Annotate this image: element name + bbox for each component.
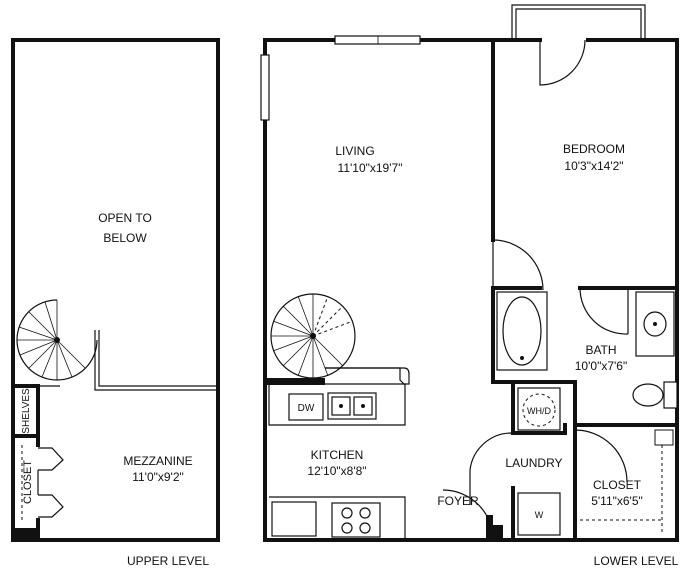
living-dimensions: 11'10"x19'7" xyxy=(338,161,403,175)
spiral-stair-lower xyxy=(270,293,356,379)
bath-label: BATH xyxy=(585,343,616,357)
mezzanine-railing-inner xyxy=(98,330,218,387)
mezzanine-label: MEZZANINE xyxy=(123,454,192,468)
living-label: LIVING xyxy=(335,144,374,158)
washer-label: W xyxy=(535,510,544,520)
toilet-bowl xyxy=(632,383,664,407)
shelves-label: SHELVES xyxy=(21,388,32,434)
closet-shelf-box xyxy=(654,429,674,446)
water-heater-label: WH/D xyxy=(527,406,551,416)
bath-south-wall xyxy=(491,380,679,427)
open-to-below-line2: BELOW xyxy=(103,231,147,245)
bedroom-door[interactable] xyxy=(492,239,544,291)
door-jamb xyxy=(486,515,493,540)
laundry-door[interactable] xyxy=(469,432,514,471)
kitchen-label: KITCHEN xyxy=(311,448,364,462)
washer xyxy=(517,492,561,536)
closet-door-lower[interactable] xyxy=(38,494,64,518)
bedroom-balcony-door[interactable] xyxy=(539,39,586,86)
upper-level-title: UPPER LEVEL xyxy=(127,554,209,568)
dishwasher-label: DW xyxy=(298,403,315,414)
bath-dimensions: 10'0"x7'6" xyxy=(575,359,627,373)
tub-basin xyxy=(502,296,542,366)
sink xyxy=(643,311,667,337)
upper-column xyxy=(13,528,38,540)
spiral-stair-upper xyxy=(16,299,98,381)
refrigerator xyxy=(271,501,317,537)
foyer-label: FOYER xyxy=(437,494,479,508)
bedroom-label: BEDROOM xyxy=(563,142,625,156)
upper-closet-label: CLOSET xyxy=(22,460,34,504)
bedroom-dimensions: 10'3"x14'2" xyxy=(564,159,623,173)
closet-door-upper[interactable] xyxy=(38,447,64,471)
lower-level-title: LOWER LEVEL xyxy=(594,554,679,568)
bath-door[interactable] xyxy=(579,287,629,335)
closet-dimensions: 5'11"x6'5" xyxy=(591,494,643,508)
mezzanine-railing xyxy=(94,330,218,391)
laundry-label: LAUNDRY xyxy=(505,456,562,470)
mezzanine-dimensions: 11'0"x9'2" xyxy=(132,470,184,484)
bedroom-balcony xyxy=(511,4,646,40)
upper-outer-walls xyxy=(11,38,220,542)
closet-label: CLOSET xyxy=(593,478,642,492)
upper-level-plan: OPEN TO BELOW MEZZANINE 11'0"x9'2" SHELV… xyxy=(11,38,220,568)
open-to-below-line1: OPEN TO xyxy=(98,211,152,225)
range xyxy=(331,502,381,538)
laundry-south-wall xyxy=(511,486,577,542)
kitchen-dimensions: 12'10"x8'8" xyxy=(307,464,366,478)
closet-door[interactable] xyxy=(574,429,628,483)
living-window-north xyxy=(334,35,421,45)
dishwasher xyxy=(288,393,324,421)
kitchen-lower-counter xyxy=(269,496,406,540)
lower-west-wall xyxy=(263,38,495,542)
living-window-west xyxy=(260,54,270,121)
toilet-tank xyxy=(663,381,678,409)
laundry-wall xyxy=(511,380,567,435)
water-heater xyxy=(517,387,561,431)
stair-landing-wall xyxy=(265,378,325,385)
lower-level-plan: LIVING 11'10"x19'7" BEDROOM 10'3"x14'2" … xyxy=(260,4,679,568)
kitchen-bar xyxy=(325,367,410,385)
water-heater-tank xyxy=(522,393,556,427)
